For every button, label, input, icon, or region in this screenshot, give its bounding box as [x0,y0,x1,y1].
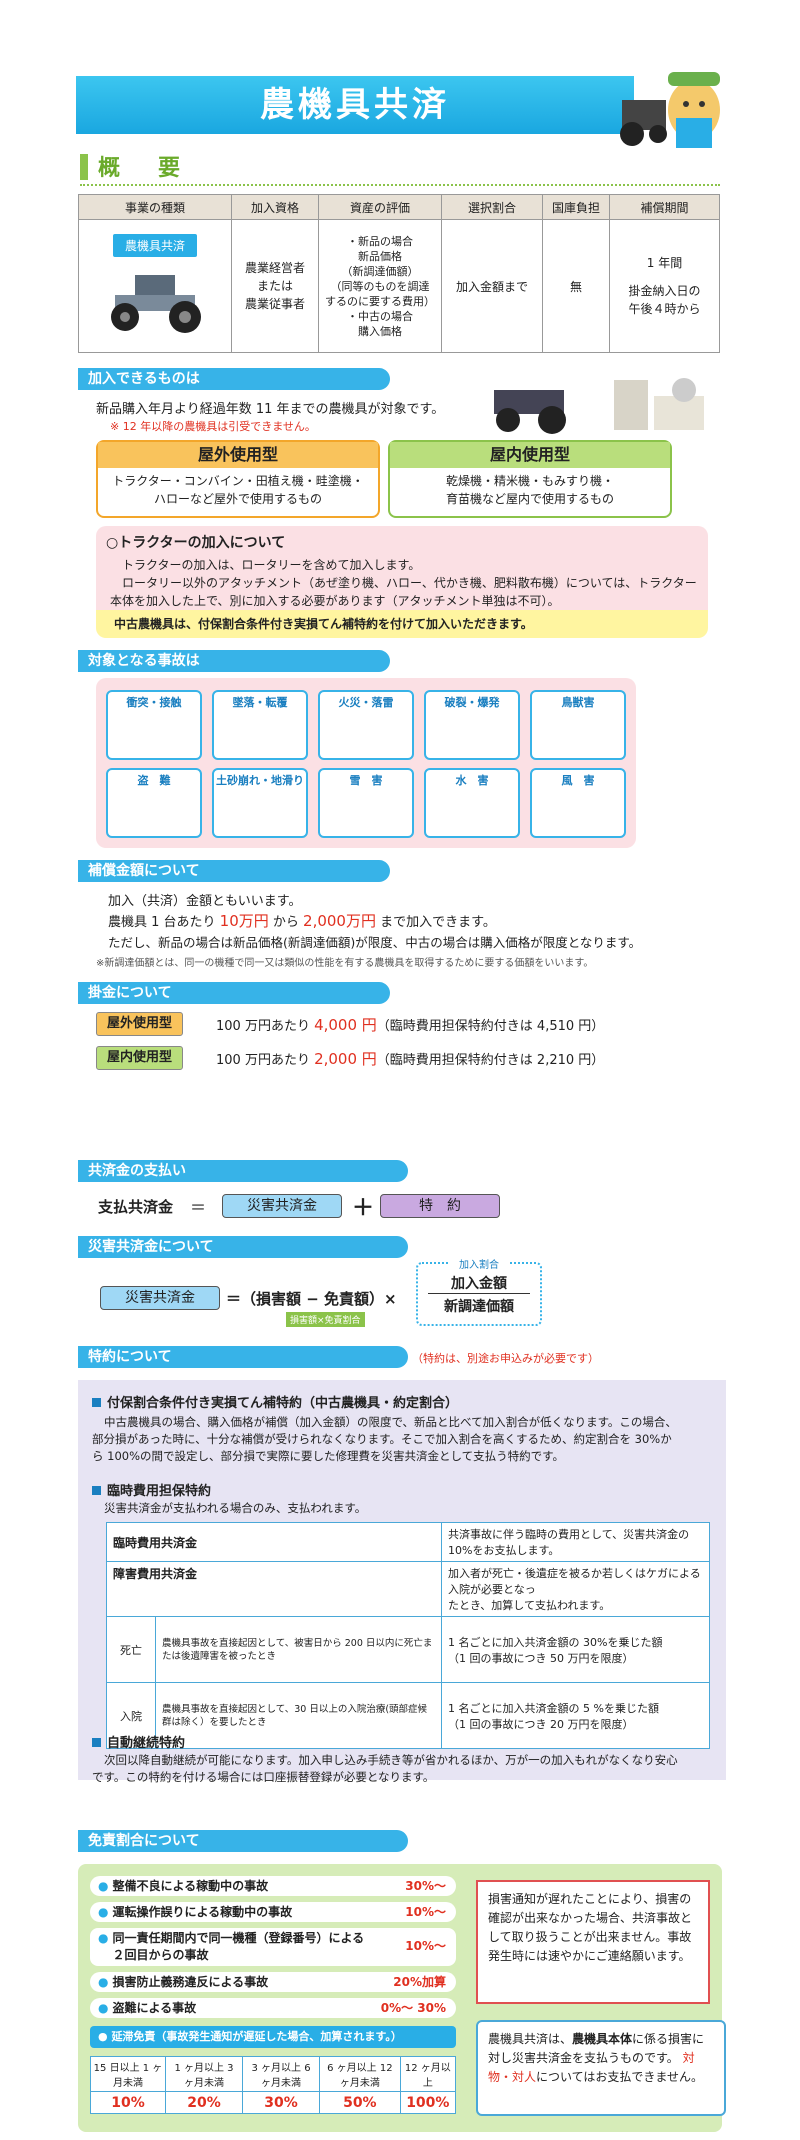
tractor-icon [80,265,230,338]
disaster-formula: ＝（損害額 − 免責額）× [226,1290,397,1308]
col-header: 事業の種類 [78,194,232,220]
accident-theft: 盗 難 [106,768,202,838]
accident-fire: 火災・落雷 [318,690,414,760]
coverage-line1: 加入（共済）金額ともいいます。 [108,894,302,909]
premium-indoor: 100 万円あたり 2,000 円（臨時費用担保特約付きは 2,210 円） [216,1050,605,1068]
indoor-type-box: 屋内使用型 乾燥機・精米機・もみすり機・育苗機など屋内で使用するもの [388,440,672,518]
accident-landslide: 土砂崩れ・地滑り [212,768,308,838]
mascot-illustration [618,60,728,160]
special-3-title: 自動継続特約 [92,1732,185,1751]
special-3-body: 次回以降自動継続が可能になります。加入申し込み手続き等が省かれるほか、万が一の加… [92,1753,678,1784]
section-premium: 掛金について [78,982,390,1004]
accident-wind: 風 害 [530,768,626,838]
accident-flood: 水 害 [424,768,520,838]
late-notice: 損害通知が遅れたことにより、損害の確認が出来なかった場合、共済事故として取り扱う… [476,1880,710,2004]
accident-snow: 雪 害 [318,768,414,838]
temp-expense-table: 臨時費用共済金共済事故に伴う臨時の費用として、災害共済金の 10%をお支払します… [105,1522,710,1749]
section-special: 特約について [78,1346,408,1368]
col-header: 加入資格 [231,194,319,220]
payment-lhs: 支払共済金 [98,1198,174,1216]
accident-collision: 衝突・接触 [106,690,202,760]
payment-special: 特 約 [380,1194,500,1218]
premium-outdoor-label: 屋外使用型 [96,1012,184,1036]
premium-indoor-label: 屋内使用型 [96,1046,184,1070]
col-header: 補償期間 [609,194,720,220]
col-header: 国庫負担 [542,194,610,220]
col-header: 資産の評価 [318,194,442,220]
accident-explosion: 破裂・爆発 [424,690,520,760]
col-header: 選択割合 [441,194,543,220]
section-accidents: 対象となる事故は [78,650,390,672]
join-desc: 新品購入年月より経過年数 11 年までの農機具が対象です。 [96,402,445,417]
outdoor-type-box: 屋外使用型 トラクター・コンバイン・田植え機・畦塗機・ハローなど屋外で使用するも… [96,440,380,518]
special-2-lead: 災害共済金が支払われる場合のみ、支払われます。 [104,1501,367,1515]
coverage-note: ※新調達価額とは、同一の機種で同一又は類似の性能を有する農機具を取得するために要… [96,958,594,969]
type-badge: 農機具共済 [112,234,197,257]
join-note: ※ 12 年以降の農機具は引受できません。 [110,420,316,433]
ratio-fraction: 加入割合 加入金額 新調達価額 [416,1256,542,1326]
disaster-lhs: 災害共済金 [100,1286,220,1310]
section-coverage: 補償金額について [78,860,390,882]
accident-fall: 墜落・転覆 [212,690,308,760]
special-note: （特約は、別途お申込みが必要です） [412,1352,599,1365]
payment-disaster: 災害共済金 [222,1194,342,1218]
overview-table: 事業の種類 加入資格 資産の評価 選択割合 国庫負担 補償期間 農機具共済 農業… [78,194,720,353]
special-1-title: 付保割合条件付き実損てん補特約（中古農機具・約定割合） [92,1392,458,1411]
coverage-line2: 農機具 1 台あたり 10万円 から 2,000万円 まで加入できます。 [108,912,496,930]
late-penalty-title: ● 延滞免責（事故発生通知が遅延した場合、加算されます。） [90,2026,456,2048]
coverage-line3: ただし、新品の場合は新品価格(新調達価額)が限度、中古の場合は購入価格が限度とな… [108,935,642,950]
accident-animal: 鳥獣害 [530,690,626,760]
section-payment: 共済金の支払い [78,1160,408,1182]
special-2-title: 臨時費用担保特約 [92,1480,211,1499]
payment-eq: ＝ [190,1198,207,1217]
special-1-body: 中古農機具の場合、購入価格が補償（加入金額）の限度で、新品と比べて加入割合が低く… [92,1415,677,1463]
premium-outdoor: 100 万円あたり 4,000 円（臨時費用担保特約付きは 4,510 円） [216,1016,605,1034]
section-disaster: 災害共済金について [78,1236,408,1258]
machines-illustration [484,376,724,436]
overview-heading: 概 要 [80,150,720,186]
used-machine-note: 中古農機具は、付保割合条件付き実損てん補特約を付けて加入いただきます。 [96,610,708,638]
section-deductible: 免責割合について [78,1830,408,1852]
coverage-scope-note: 農機具共済は、農機具本体に係る損害に対し災害共済金を支払うものです。 対物・対人… [476,2020,726,2116]
page-title: 農機具共済 [76,76,634,134]
section-join: 加入できるものは [78,368,390,390]
payment-plus: ＋ [352,1196,375,1221]
disaster-sub: 損害額×免責割合 [286,1312,365,1327]
